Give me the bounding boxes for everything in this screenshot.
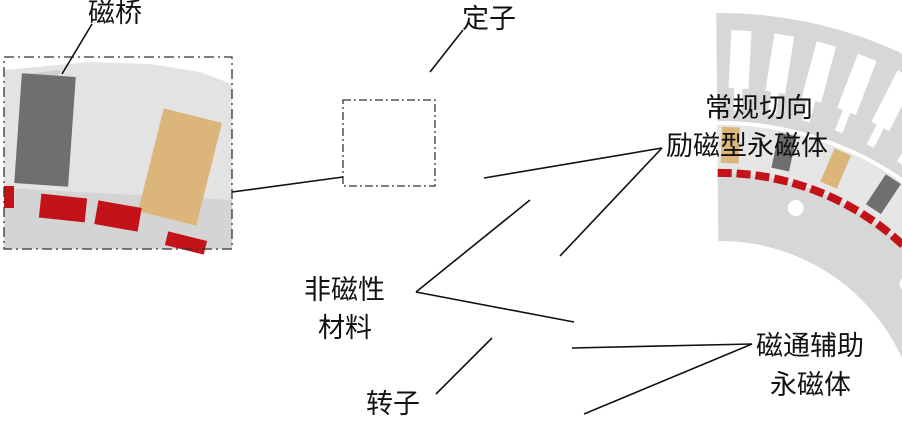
leader-lines xyxy=(61,23,753,415)
label-nonmagnetic-line2: 材料 xyxy=(318,313,372,344)
label-tangential-magnet-line1: 常规切向 xyxy=(705,93,813,124)
stator-slot-mouth xyxy=(767,89,780,115)
flux-assist-magnet xyxy=(754,171,770,182)
flux-assist-magnet xyxy=(874,220,891,236)
label-stator: 定子 xyxy=(462,4,516,35)
flux-assist-magnets xyxy=(717,168,902,248)
leader-nonmagnetic-2 xyxy=(415,291,575,323)
inset-magnet-dark xyxy=(14,73,76,187)
stator-slot xyxy=(765,33,795,94)
inset-aux-magnets xyxy=(4,186,208,255)
stator-slot xyxy=(801,41,837,103)
inset-aux-magnet xyxy=(4,186,14,208)
stator-slot xyxy=(728,30,752,90)
leader-tangential-magnet-2 xyxy=(559,147,663,257)
zoom-region-box xyxy=(342,99,436,187)
inset-magnified-view xyxy=(3,56,233,255)
label-magnetic-bridge: 磁桥 xyxy=(88,0,142,29)
label-rotor: 转子 xyxy=(366,389,420,420)
label-aux-magnet-line1: 磁通辅助 xyxy=(756,331,864,362)
leader-inset-connector xyxy=(231,176,344,193)
rotor-hole xyxy=(899,277,902,290)
tangential-magnet-tan xyxy=(720,126,740,164)
inset-aux-magnet xyxy=(38,193,88,223)
flux-assist-magnet xyxy=(809,184,826,198)
leader-tangential-magnet-1 xyxy=(483,147,663,179)
rotor-hole xyxy=(787,199,804,216)
inset-aux-magnet xyxy=(94,200,142,232)
label-nonmagnetic-line1: 非磁性 xyxy=(304,275,385,306)
inset-frame xyxy=(3,56,233,250)
leader-magnetic-bridge xyxy=(61,23,93,75)
flux-assist-magnet xyxy=(736,169,751,179)
leader-stator xyxy=(429,29,464,73)
flux-assist-magnet xyxy=(791,179,808,191)
rotor-pole-band xyxy=(717,125,902,245)
stator-slot-mouth xyxy=(733,86,743,111)
label-tangential-magnet-line2: 励磁型永磁体 xyxy=(666,131,828,162)
label-aux-magnet-line2: 永磁体 xyxy=(770,370,851,401)
stator-slot xyxy=(871,70,902,132)
flux-assist-magnet xyxy=(859,210,876,225)
flux-assist-magnet xyxy=(826,192,843,206)
stator-slot-mouth xyxy=(866,122,885,148)
leader-rotor xyxy=(435,337,493,395)
tangential-magnet-dark xyxy=(865,174,901,215)
rotor-holes xyxy=(787,199,902,290)
rotor xyxy=(717,125,902,359)
labels: 磁桥 定子 常规切向 励磁型永磁体 非磁性 材料 转子 磁通辅助 永磁体 xyxy=(88,0,864,420)
leader-aux-magnet-1 xyxy=(571,343,753,349)
flux-assist-magnet xyxy=(717,168,732,178)
stator-slot xyxy=(837,53,877,116)
stator-slot-mouth xyxy=(801,97,816,123)
tangential-magnets xyxy=(720,126,901,215)
inset-magnet-tan xyxy=(138,108,222,226)
flux-assist-magnet xyxy=(843,200,860,215)
stator-slot-mouth xyxy=(834,108,851,134)
leader-nonmagnetic-1 xyxy=(415,199,531,293)
flux-assist-magnet xyxy=(773,174,789,186)
leader-aux-magnet-2 xyxy=(583,343,753,415)
tangential-magnet-tan xyxy=(820,148,851,189)
tangential-magnet-dark xyxy=(771,132,797,172)
